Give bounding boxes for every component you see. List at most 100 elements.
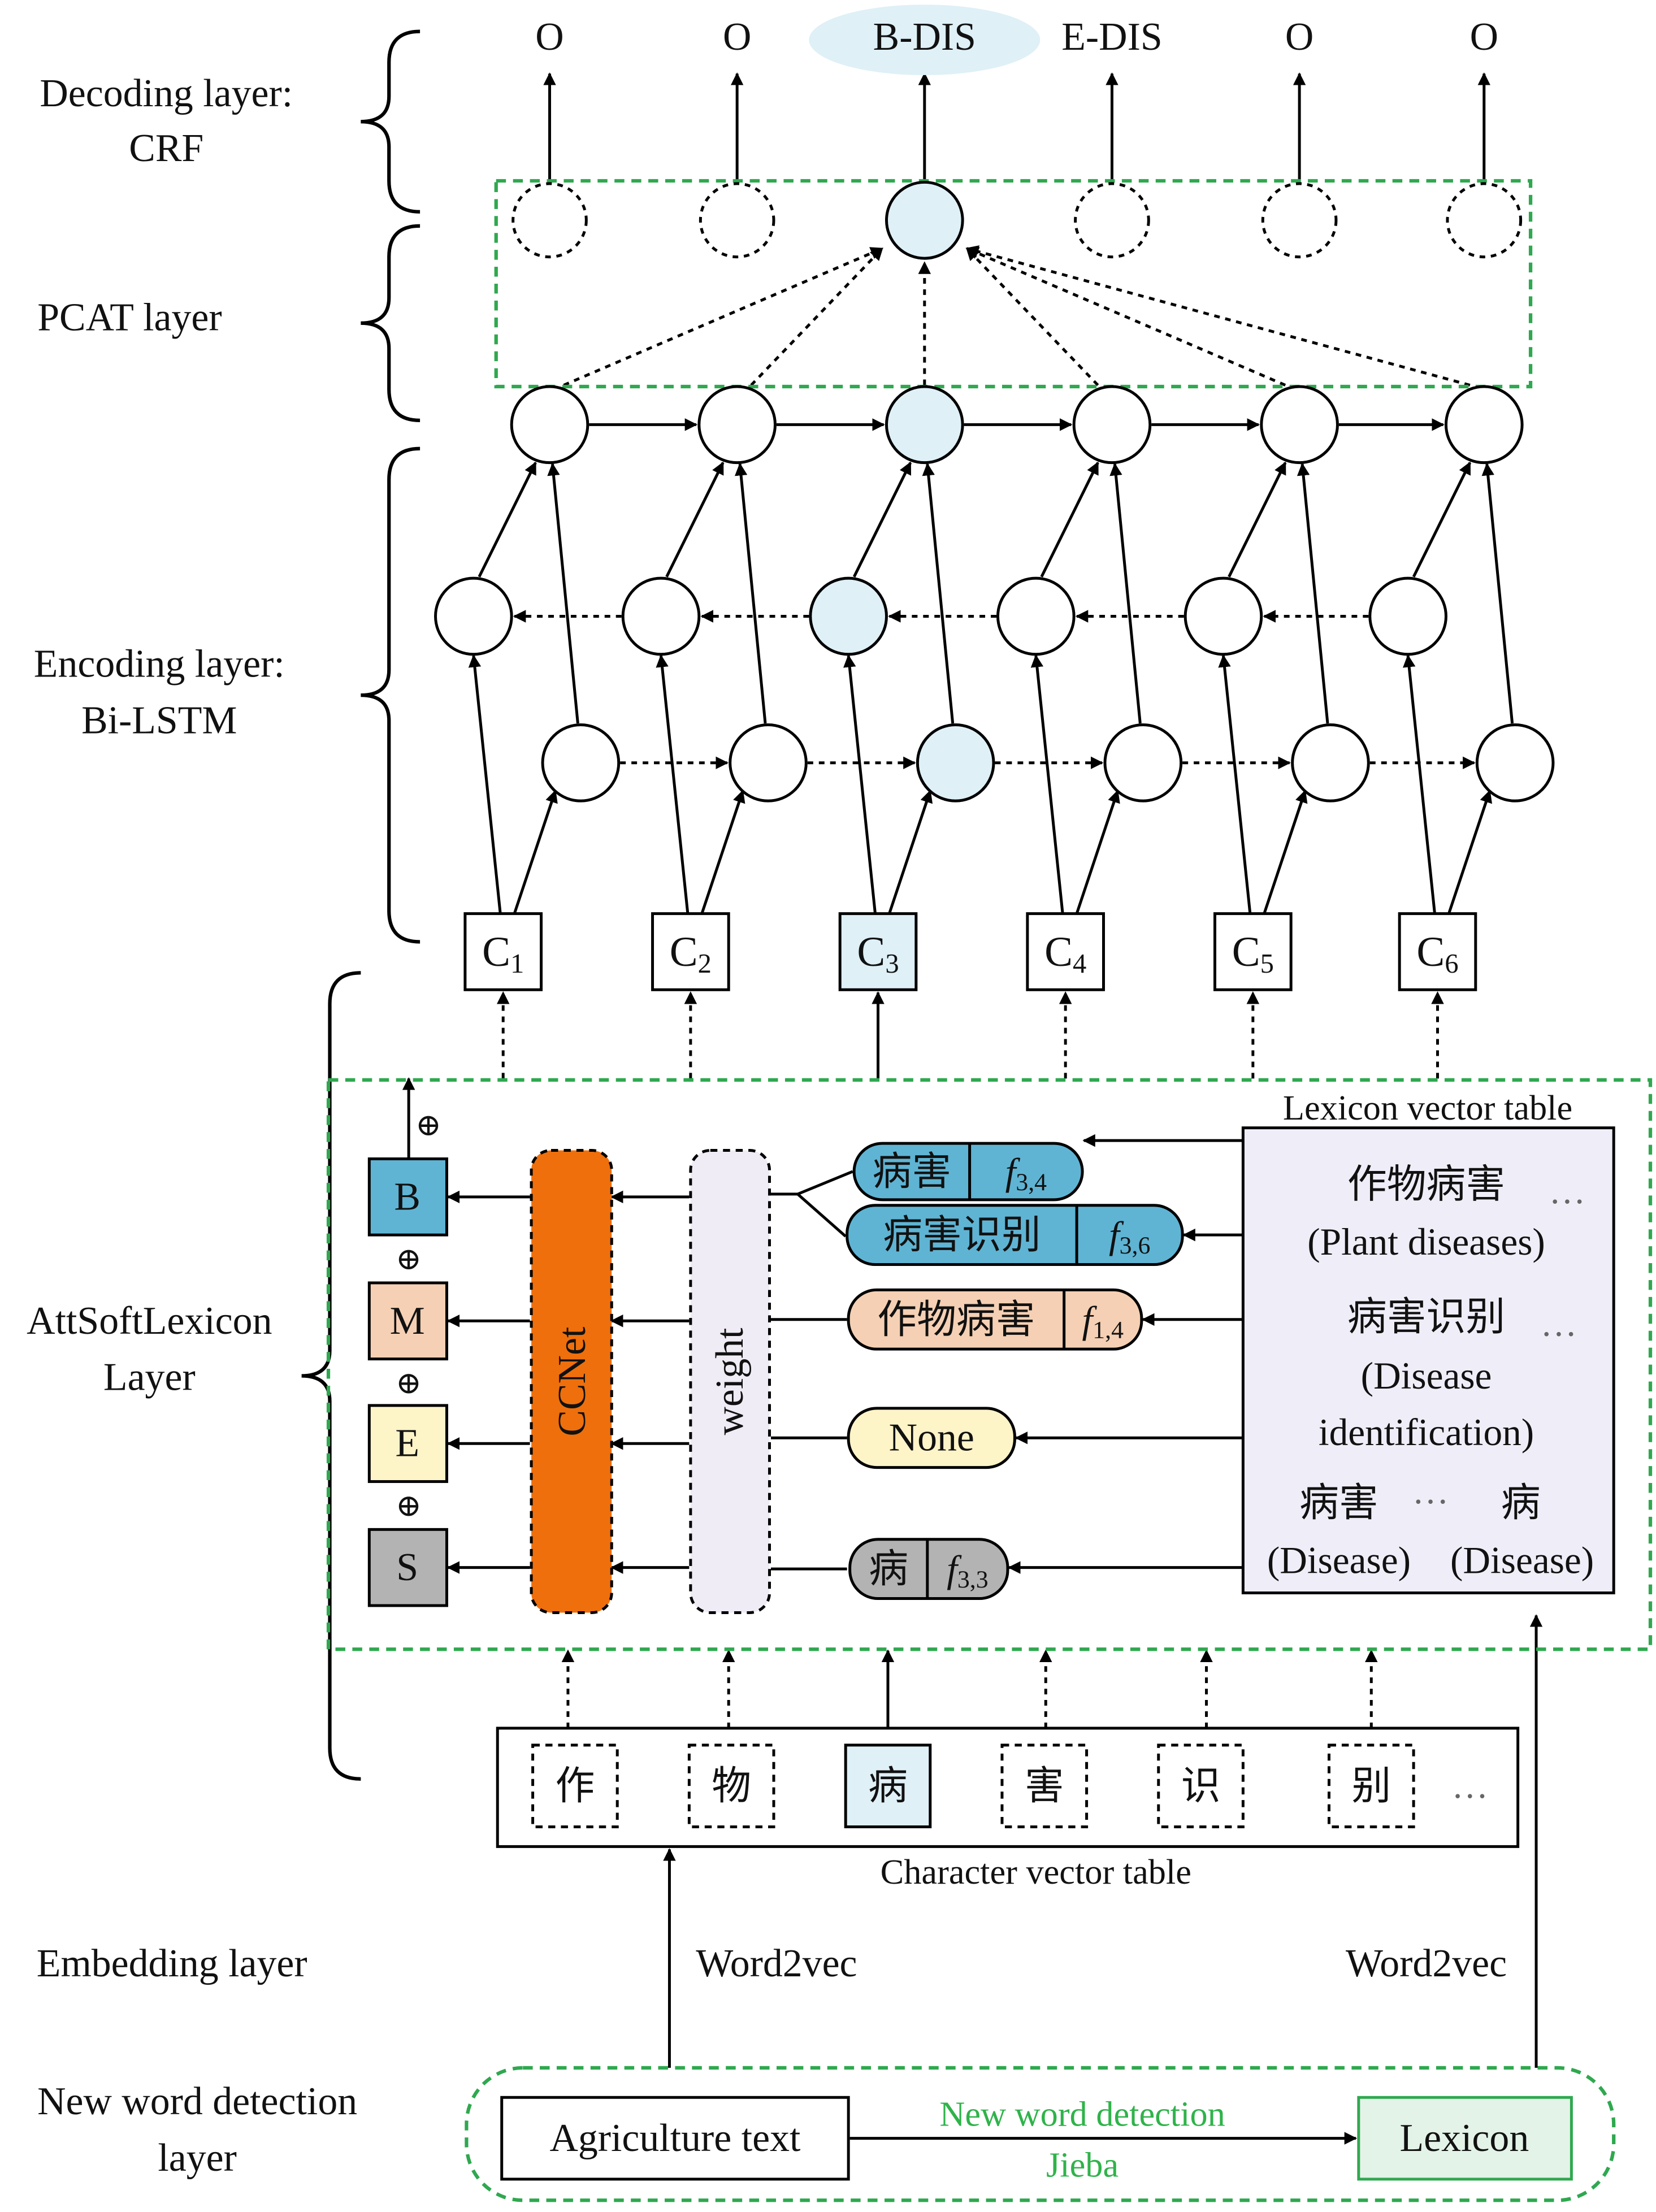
lexicon-box-label: Lexicon <box>1400 2116 1529 2160</box>
bmes-box-S <box>367 1528 448 1607</box>
output-tag-5: O <box>1285 15 1313 59</box>
pill-word-3: 作物病害 <box>877 1296 1035 1342</box>
lexicon-gloss-4: (Disease) <box>1450 1539 1594 1582</box>
pcat-attention-arrow <box>750 247 883 387</box>
lexicon-box <box>1357 2096 1573 2181</box>
char-cell-4 <box>1000 1743 1089 1828</box>
weight-label: weight <box>708 1328 752 1435</box>
crf-node <box>699 182 775 259</box>
oplus-sign: ⊕ <box>396 1242 422 1276</box>
crf-node <box>511 182 588 259</box>
backward-to-top <box>852 461 912 578</box>
char-node-label-5-sub: 5 <box>1260 948 1274 979</box>
char-node-label-3: C3 <box>857 928 899 978</box>
hidden-node-top <box>1260 385 1339 465</box>
lexicon-pill-2 <box>846 1204 1184 1267</box>
char-node-5 <box>1213 912 1293 991</box>
hidden-node-top <box>1072 385 1152 465</box>
c-to-forward <box>1263 790 1308 914</box>
char-cell-label-4: 害 <box>1025 1763 1064 1809</box>
pcat-region <box>494 179 1533 389</box>
char-node-label-4-sub: 4 <box>1073 948 1086 979</box>
c-to-forward <box>888 790 933 914</box>
char-cell-6 <box>1327 1743 1415 1828</box>
word2vec-right-label: Word2vec <box>1346 1942 1507 1985</box>
char-node-2 <box>651 912 730 991</box>
pcat-attention-arrow <box>965 247 1099 387</box>
backward-to-top <box>665 461 725 578</box>
char-cell-3 <box>844 1743 932 1828</box>
char-node-label-6: C6 <box>1416 928 1458 978</box>
brace-encoding <box>361 446 420 944</box>
lexicon-gloss-3: (Disease) <box>1267 1539 1411 1582</box>
lexicon-table-box <box>1241 1126 1615 1595</box>
forward-to-top <box>922 462 955 724</box>
forward-to-top <box>1481 462 1514 724</box>
char-cell-label-5: 识 <box>1181 1763 1221 1809</box>
char-node-label-2-base: C <box>670 928 698 975</box>
bmes-label-M: M <box>390 1299 425 1343</box>
weight-block <box>689 1149 771 1614</box>
lexicon-pill-4 <box>847 1407 1016 1469</box>
ccnet-block <box>530 1149 613 1614</box>
hidden-node-top <box>697 385 777 465</box>
brace-pcat <box>361 224 420 422</box>
embedding-label: Embedding layer <box>37 1942 307 1985</box>
c-to-forward <box>1075 790 1120 914</box>
char-node-label-4-base: C <box>1044 928 1073 975</box>
forward-to-top <box>734 462 767 724</box>
newword-label-line1: New word detection <box>37 2080 357 2123</box>
oplus-top: ⊕ <box>415 1108 441 1142</box>
char-node-label-2: C2 <box>670 928 712 978</box>
lexicon-gloss-1: (Plant diseases) <box>1307 1221 1545 1263</box>
lstm-backward-node <box>996 576 1076 656</box>
output-tag-3: B-DIS <box>873 15 976 59</box>
c-to-backward <box>843 654 877 914</box>
crf-node <box>1074 182 1150 259</box>
bmes-box-E <box>367 1404 448 1484</box>
backward-to-top <box>1228 461 1287 578</box>
char-node-label-6-sub: 6 <box>1445 948 1458 979</box>
char-node-label-4: C4 <box>1044 928 1086 978</box>
char-node-1 <box>463 912 543 991</box>
c-to-backward <box>656 654 690 914</box>
pill-feature-2-sub: 3,6 <box>1120 1232 1151 1259</box>
char-cell-label-6: 别 <box>1351 1763 1391 1809</box>
pill-word-2: 病害识别 <box>883 1212 1041 1258</box>
lstm-forward-node <box>729 723 808 803</box>
c-to-backward <box>1030 654 1064 914</box>
char-cell-label-1: 作 <box>555 1763 595 1809</box>
c-to-backward <box>1218 654 1252 914</box>
lstm-forward-node <box>916 723 995 803</box>
lexicon-entry-3: 病害 <box>1299 1480 1378 1525</box>
brace-decoding <box>361 29 420 214</box>
crf-node-highlight <box>885 180 964 260</box>
pill-word-5: 病 <box>869 1546 908 1592</box>
bmes-label-B: B <box>394 1175 420 1218</box>
char-node-label-1-sub: 1 <box>510 948 524 979</box>
pill-feature-3-sub: 1,4 <box>1093 1317 1124 1344</box>
oplus-sign: ⊕ <box>396 1365 422 1400</box>
pcat-attention-arrow <box>965 247 1286 387</box>
word2vec-left-label: Word2vec <box>696 1942 857 1985</box>
char-node-label-2-sub: 2 <box>698 948 712 979</box>
lexicon-table-title: Lexicon vector table <box>1283 1088 1572 1127</box>
char-node-label-5: C5 <box>1232 928 1274 978</box>
pill-feature-2: f3,6 <box>1109 1214 1150 1259</box>
char-node-3 <box>838 912 918 991</box>
lstm-forward-node <box>1475 723 1555 803</box>
connections <box>402 72 1543 2145</box>
bmes-label-E: E <box>395 1422 419 1465</box>
highlight-ellipse <box>809 5 1041 75</box>
char-node-label-6-base: C <box>1416 928 1445 975</box>
lstm-forward-node <box>541 723 621 803</box>
newword-label-line2: layer <box>158 2136 237 2180</box>
c-to-backward <box>1403 654 1436 914</box>
lexicon-entry-1: 作物病害 <box>1347 1161 1505 1207</box>
lstm-backward-node <box>1184 576 1263 656</box>
pill-word-1: 病害 <box>873 1148 952 1194</box>
lexicon-entry-2: 病害识别 <box>1347 1294 1505 1339</box>
lexicon-gloss-2b: identification) <box>1319 1411 1534 1454</box>
char-node-label-3-base: C <box>857 928 885 975</box>
